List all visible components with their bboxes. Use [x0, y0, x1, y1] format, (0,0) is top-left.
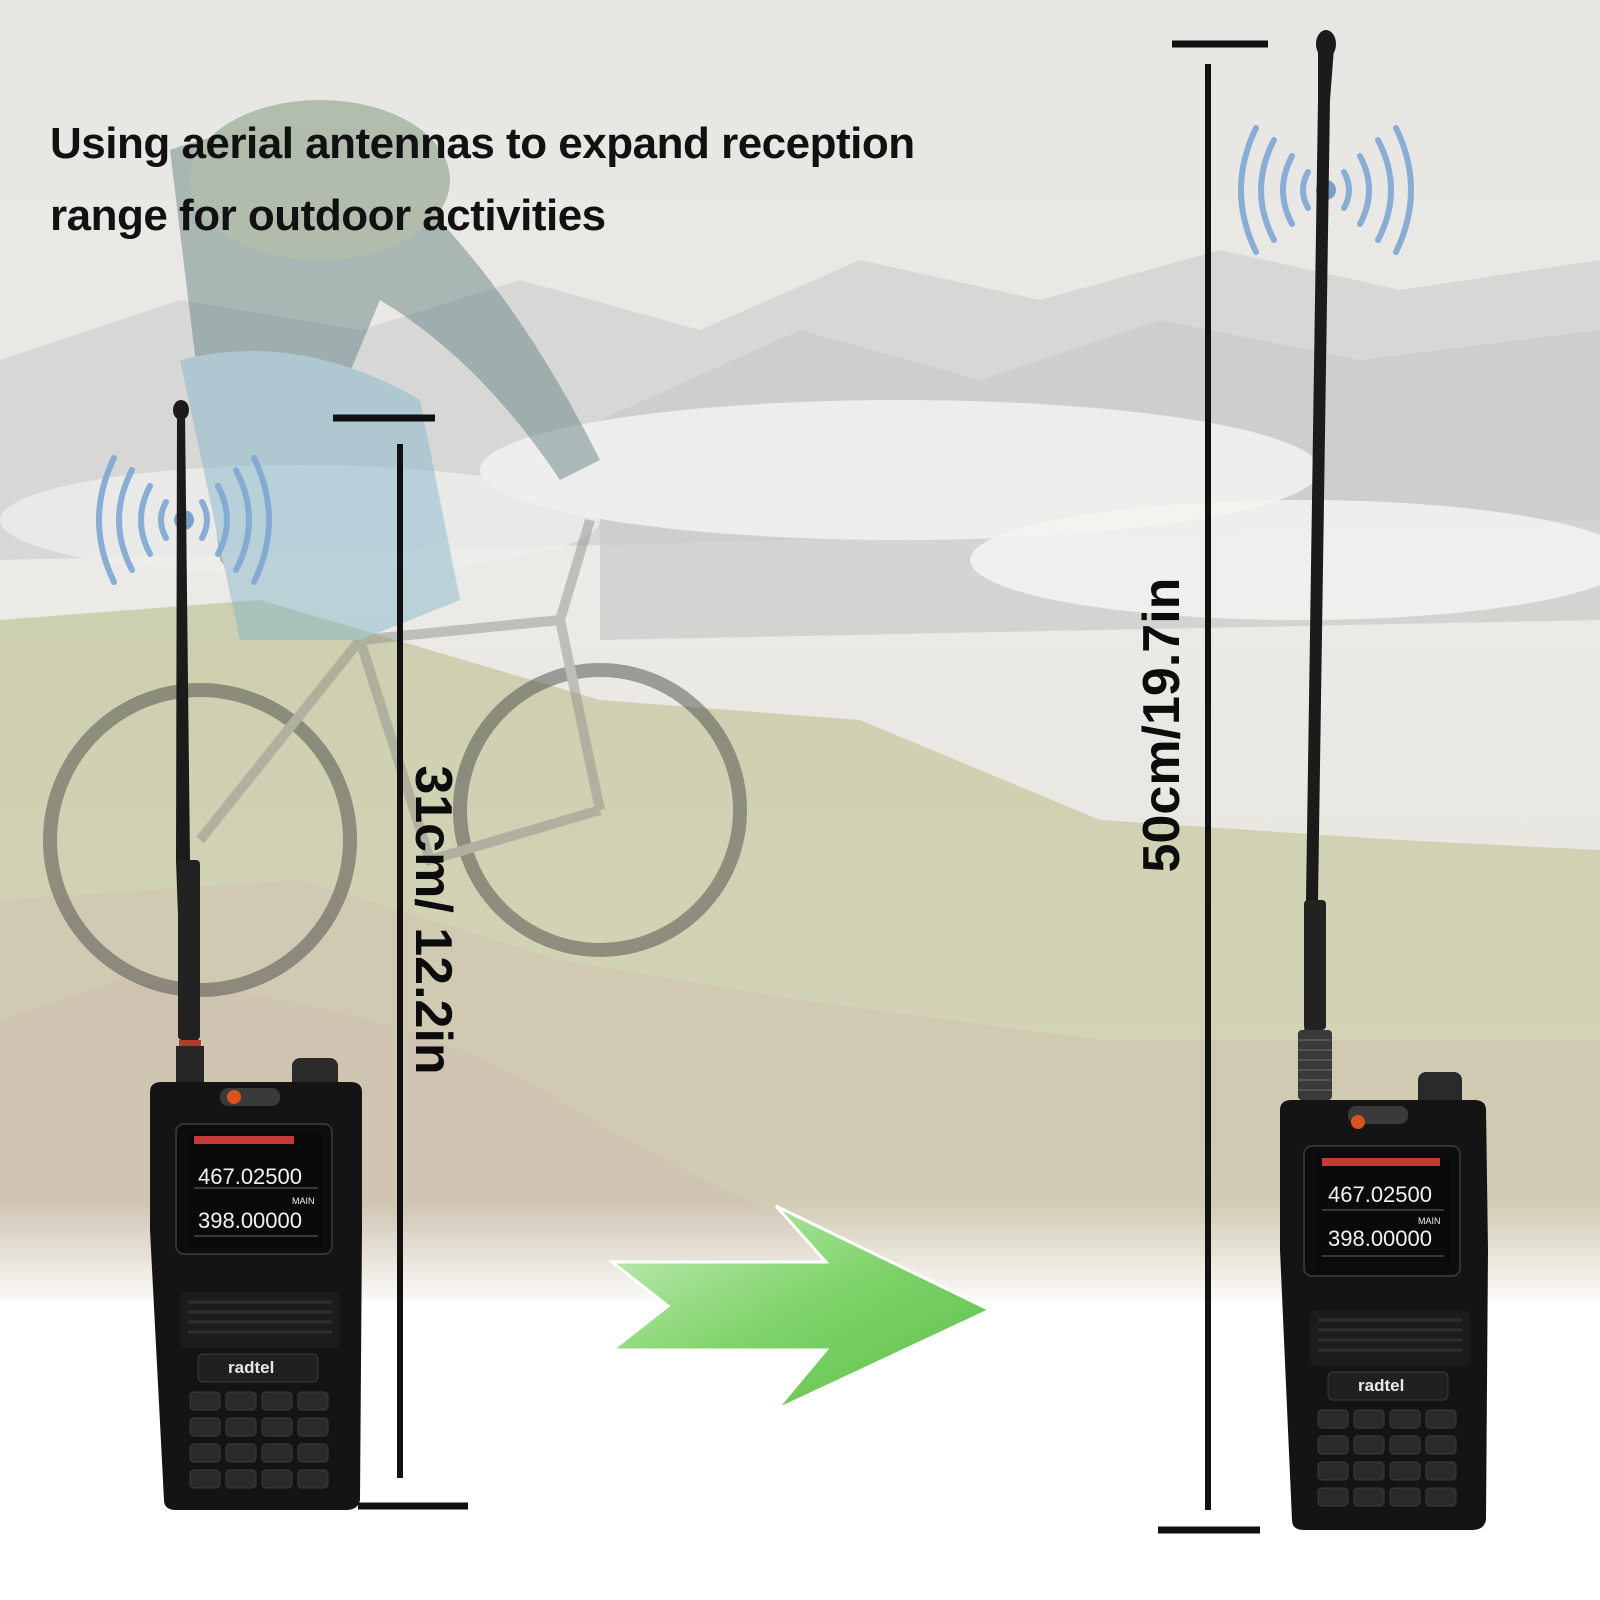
radio-right-frequency-a: 467.02500	[1328, 1182, 1432, 1207]
radio-left-frequency-a: 467.02500	[198, 1164, 302, 1189]
radio-left-brand: radtel	[228, 1358, 275, 1377]
radio-right-main-tag: MAIN	[1418, 1216, 1441, 1226]
radio-left-main-tag: MAIN	[292, 1196, 315, 1206]
signal-waves-icon	[96, 455, 272, 585]
cyclist-silhouette	[43, 100, 747, 997]
headline: Using aerial antennas to expand receptio…	[50, 108, 930, 252]
short-antenna-length-label: 31cm/ 12.2in	[404, 765, 462, 1075]
radio-right-brand: radtel	[1358, 1376, 1405, 1395]
long-antenna-length-label: 50cm/19.7in	[1133, 577, 1191, 873]
radio-left-frequency-b: 398.00000	[198, 1208, 302, 1233]
radio-right-frequency-b: 398.00000	[1328, 1226, 1432, 1251]
headline-line-2: range for outdoor activities	[50, 191, 606, 240]
headline-line-1: Using aerial antennas to expand receptio…	[50, 119, 915, 168]
